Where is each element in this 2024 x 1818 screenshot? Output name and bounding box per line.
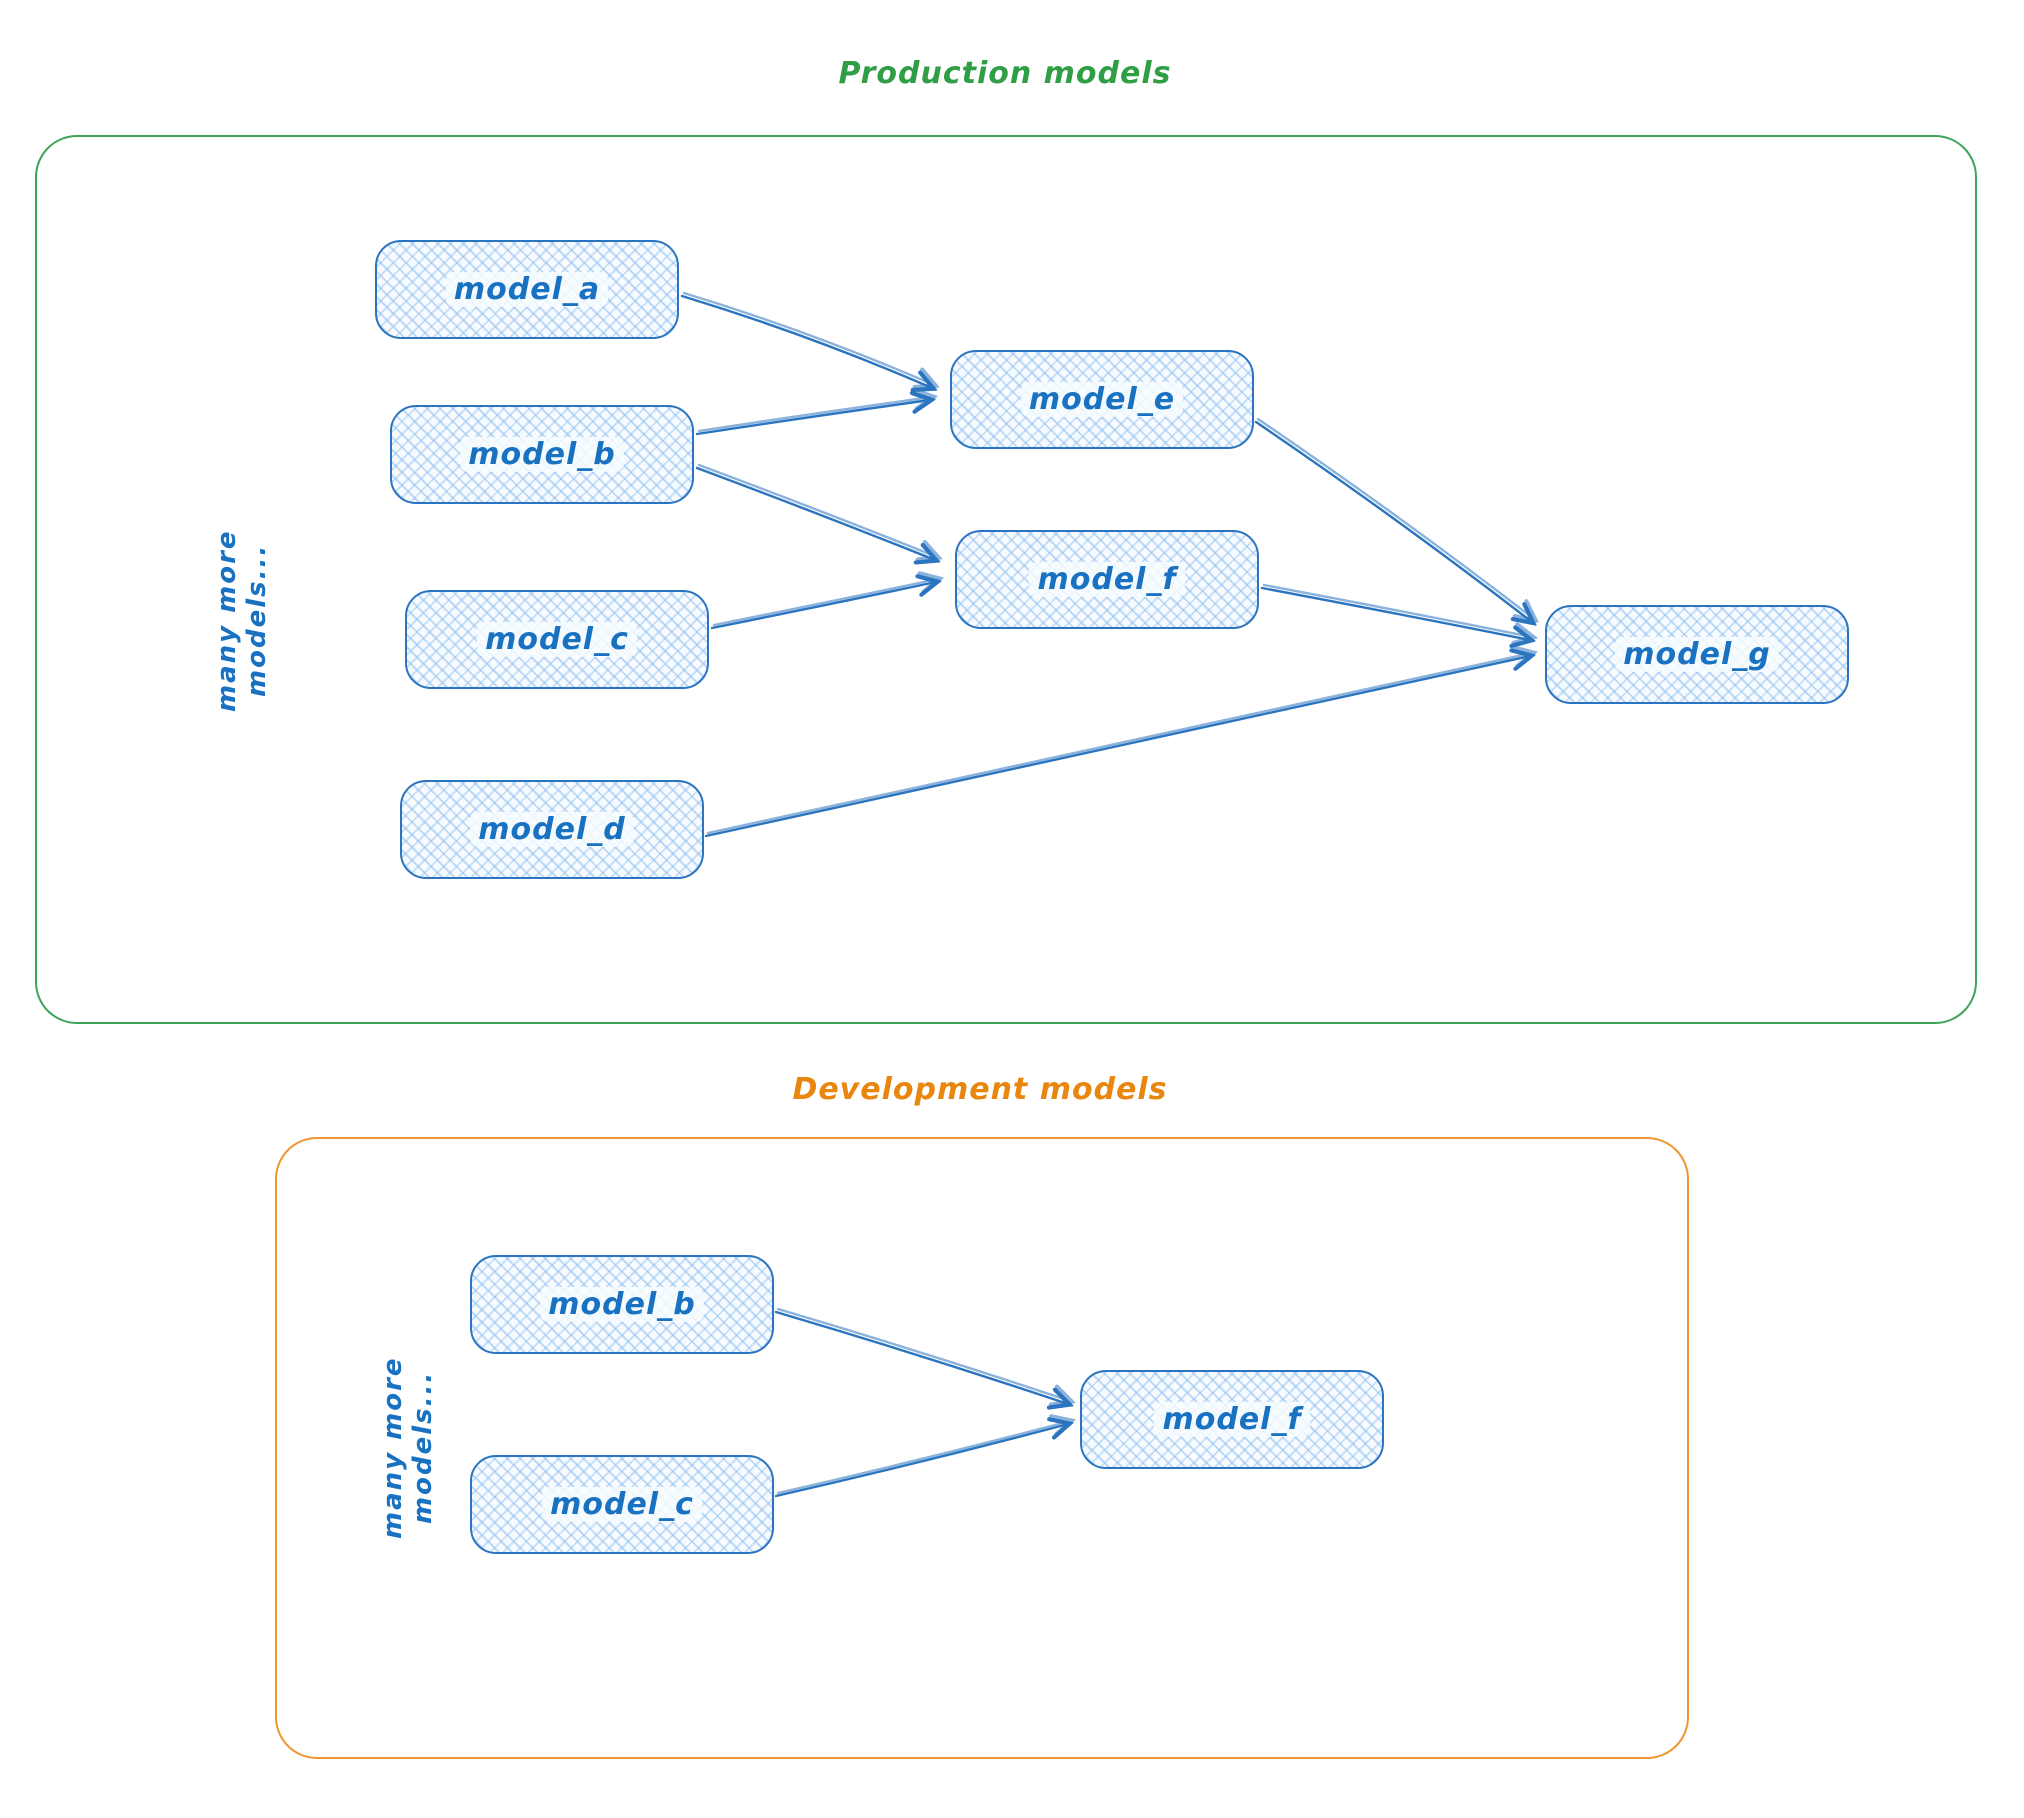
- production-side-label: many more models...: [212, 529, 272, 712]
- node-label: model_f: [1154, 1402, 1310, 1437]
- node-label: model_f: [1029, 562, 1185, 597]
- node-production-model-e[interactable]: model_e: [950, 350, 1254, 449]
- node-development-model-f[interactable]: model_f: [1080, 1370, 1384, 1469]
- development-container: [275, 1137, 1689, 1759]
- node-label: model_b: [460, 437, 624, 472]
- node-label: model_g: [1615, 637, 1779, 672]
- node-label: model_d: [470, 812, 634, 847]
- node-production-model-a[interactable]: model_a: [375, 240, 679, 339]
- node-development-model-c[interactable]: model_c: [470, 1455, 774, 1554]
- node-production-model-g[interactable]: model_g: [1545, 605, 1849, 704]
- node-label: model_a: [445, 272, 609, 307]
- node-label: model_c: [542, 1487, 702, 1522]
- production-container: [35, 135, 1977, 1024]
- development-section-title: Development models: [792, 1072, 1168, 1107]
- node-production-model-b[interactable]: model_b: [390, 405, 694, 504]
- node-production-model-f[interactable]: model_f: [955, 530, 1259, 629]
- development-side-label: many more models...: [378, 1356, 438, 1539]
- node-label: model_c: [477, 622, 637, 657]
- node-label: model_b: [540, 1287, 704, 1322]
- node-production-model-d[interactable]: model_d: [400, 780, 704, 879]
- node-development-model-b[interactable]: model_b: [470, 1255, 774, 1354]
- node-production-model-c[interactable]: model_c: [405, 590, 709, 689]
- node-label: model_e: [1020, 382, 1184, 417]
- production-section-title: Production models: [838, 56, 1172, 91]
